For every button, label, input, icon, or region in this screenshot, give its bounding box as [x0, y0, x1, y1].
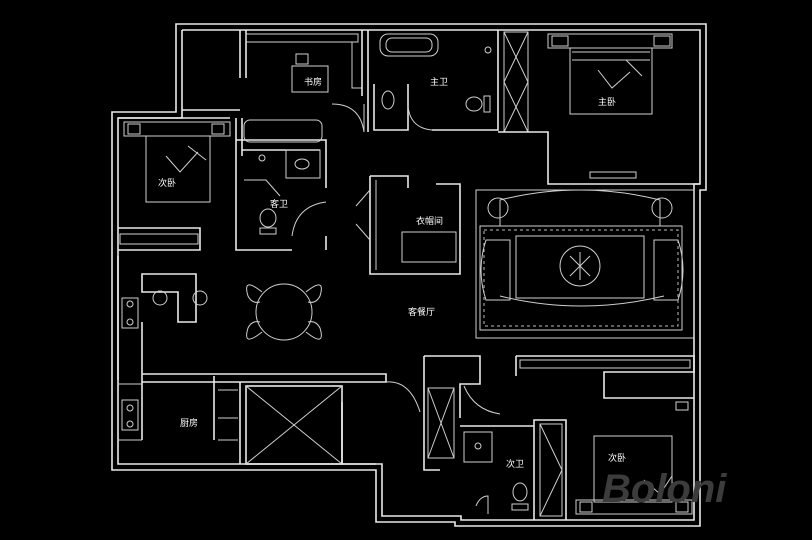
- label-right-bath: 次卫: [506, 458, 524, 470]
- right-bath: [460, 419, 567, 520]
- label-guest-bath: 客卫: [270, 198, 288, 210]
- closet: [355, 175, 461, 275]
- label-master-bath: 主卫: [430, 76, 448, 88]
- guest-bath: [235, 119, 327, 251]
- wardrobe-strip: [498, 31, 700, 185]
- corridor-doors: [385, 355, 695, 471]
- left-bedroom: [118, 117, 243, 251]
- label-closet: 衣帽间: [416, 215, 443, 227]
- outer-walls: [111, 23, 707, 527]
- label-master-bedroom: 主卧: [598, 96, 616, 108]
- elevator-shaft: [245, 385, 376, 465]
- sofa-area: [475, 189, 695, 339]
- right-bedroom: [575, 435, 693, 515]
- study-room: [182, 30, 369, 133]
- boloni-watermark: Boloni: [602, 467, 727, 511]
- master-bath: [373, 30, 499, 131]
- label-right-bedroom: 次卧: [608, 452, 626, 464]
- label-living-dining: 客餐厅: [408, 306, 435, 318]
- room-labels: 书房 主卫 主卧 次卧 客卫 衣帽间 客餐厅 厨房 次卫 次卧: [158, 76, 626, 470]
- label-study: 书房: [304, 76, 322, 88]
- label-left-bedroom: 次卧: [158, 177, 176, 189]
- label-kitchen: 厨房: [180, 417, 198, 429]
- master-bedroom: [547, 33, 673, 179]
- dining-kitchen: [117, 256, 387, 464]
